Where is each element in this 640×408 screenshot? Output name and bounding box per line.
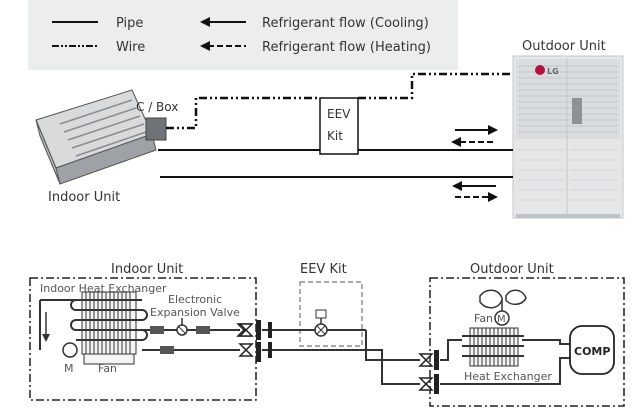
indoor-flange-1 xyxy=(256,320,261,340)
eev-kit-boundary xyxy=(300,282,362,346)
wire-cbox-to-eev xyxy=(166,98,320,128)
schematic-indoor-title: Indoor Unit xyxy=(111,262,183,277)
wire-eev-to-outdoor xyxy=(358,74,513,98)
schematic-outdoor-title: Outdoor Unit xyxy=(470,262,554,277)
eev-label-line2: Expansion Valve xyxy=(150,306,240,319)
outdoor-flange-2 xyxy=(434,374,439,394)
eev-flange-2 xyxy=(268,342,272,358)
lg-logo-text: LG xyxy=(547,67,559,76)
legend-pipe-label: Pipe xyxy=(116,16,143,31)
indoor-gas-fitting xyxy=(160,346,174,354)
outdoor-heat-exchanger xyxy=(462,328,524,366)
eev-kit-actuator xyxy=(316,310,326,318)
airflow-arrow-icon xyxy=(42,334,50,342)
legend-wire-label: Wire xyxy=(116,40,145,55)
control-box xyxy=(146,118,166,140)
heat-exchanger-label: Heat Exchanger xyxy=(464,370,552,383)
eev-label-line1: Electronic xyxy=(168,293,222,306)
legend-background xyxy=(28,0,458,70)
gas-pipe-to-outdoor xyxy=(366,350,420,384)
motor-m-label: M xyxy=(64,362,74,375)
legend-cooling-label: Refrigerant flow (Cooling) xyxy=(262,16,429,31)
c-box-label: C / Box xyxy=(136,100,178,114)
indoor-hx-label: Indoor Heat Exchanger xyxy=(40,282,167,295)
eev-kit-label-line1: EEV xyxy=(327,107,351,121)
eev-flange-1 xyxy=(268,322,272,338)
indoor-flange-2 xyxy=(256,342,261,362)
flow-arrows-lower xyxy=(452,181,498,202)
outdoor-discharge-pipe xyxy=(522,340,570,344)
indoor-fan-label: Fan xyxy=(98,362,117,375)
lg-logo: LG xyxy=(535,65,559,76)
strainer-left xyxy=(150,326,164,334)
compressor-label: COMP xyxy=(574,345,610,358)
outdoor-liquid-pipe xyxy=(440,340,462,360)
eev-kit-label-line2: Kit xyxy=(327,129,343,143)
cooling-arrow-lower-icon xyxy=(452,181,462,191)
heating-arrow-upper-icon xyxy=(451,137,461,147)
indoor-service-valves xyxy=(238,324,252,356)
heating-arrow-lower-icon xyxy=(488,192,498,202)
indoor-unit-label: Indoor Unit xyxy=(48,190,120,205)
cooling-arrow-upper-icon xyxy=(488,125,498,135)
liquid-pipe-to-outdoor xyxy=(366,330,420,360)
indoor-fan-motor xyxy=(63,343,77,357)
flow-arrows-upper xyxy=(451,125,498,147)
schematic-eev-title: EEV Kit xyxy=(300,262,347,277)
outdoor-flange-1 xyxy=(434,350,439,370)
strainer-right xyxy=(196,326,210,334)
outdoor-unit-image xyxy=(513,56,623,218)
outdoor-unit-label: Outdoor Unit xyxy=(522,39,606,54)
outdoor-fan-label: Fan xyxy=(474,312,493,325)
legend: Pipe Wire Refrigerant flow (Cooling) Ref… xyxy=(28,0,458,70)
legend-heating-label: Refrigerant flow (Heating) xyxy=(262,40,431,55)
outdoor-motor-label: M xyxy=(497,314,506,325)
indoor-heat-exchanger xyxy=(71,292,147,354)
